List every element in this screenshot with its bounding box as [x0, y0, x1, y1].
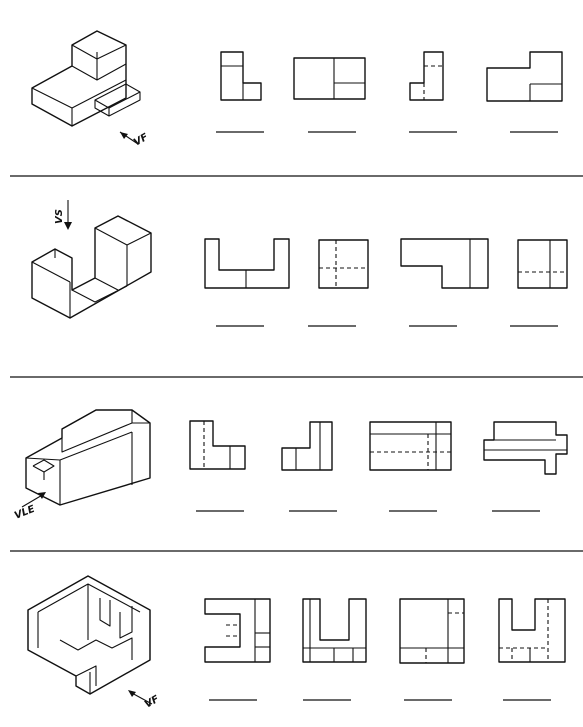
view-label: VS [54, 209, 65, 224]
candidate-view-4b [302, 598, 367, 663]
exercise-1: VF [31, 30, 563, 149]
candidate-view-2a [204, 238, 290, 289]
candidate-view-3a [189, 420, 246, 470]
exercise-4: VF [27, 575, 566, 711]
candidate-view-1a [220, 51, 262, 101]
candidate-view-2d [517, 239, 568, 289]
isometric-object-4 [27, 575, 151, 695]
view-direction-arrow-4: VF [128, 690, 161, 711]
candidate-view-3b [281, 421, 333, 471]
candidate-view-2b [318, 239, 369, 289]
candidate-view-1d [486, 51, 563, 102]
view-label: VF [132, 132, 150, 149]
candidate-view-4d [498, 598, 566, 663]
view-label: VF [143, 694, 161, 711]
isometric-object-1 [31, 30, 141, 127]
candidate-view-1c [409, 51, 444, 101]
view-label: VLE [13, 504, 37, 522]
candidate-view-1b [293, 57, 366, 100]
view-direction-arrow-3: VLE [13, 492, 46, 522]
candidate-view-4a [204, 598, 271, 663]
candidate-view-3d [483, 421, 568, 475]
view-direction-arrow-2: VS [54, 200, 72, 230]
view-direction-arrow-1: VF [119, 131, 150, 149]
isometric-object-3 [25, 409, 151, 506]
candidate-view-3c [369, 421, 452, 471]
exercise-3: VLE [13, 409, 568, 522]
candidate-view-4c [399, 598, 465, 664]
candidate-view-2c [400, 238, 489, 289]
exercise-2: VS [31, 200, 568, 327]
isometric-object-2 [31, 215, 152, 319]
